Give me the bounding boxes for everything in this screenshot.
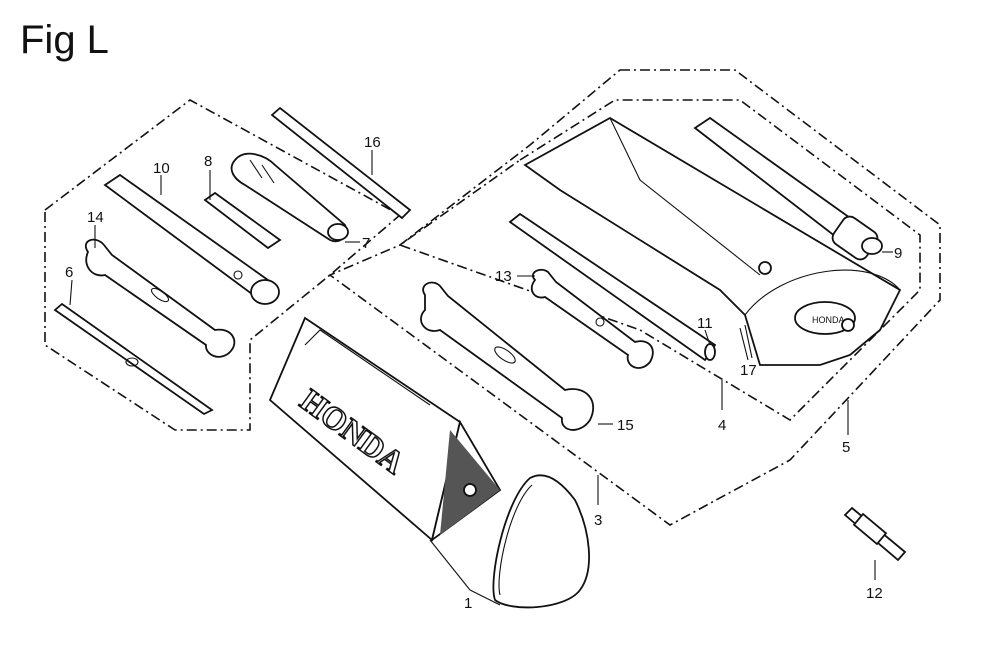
- flat-screwdriver: [53, 302, 214, 416]
- box-wrench: [103, 173, 280, 305]
- screwdriver: [270, 106, 412, 220]
- screwdriver-bit: [203, 191, 282, 250]
- spark-plug: [843, 506, 907, 562]
- tool-case-lid: [492, 474, 590, 609]
- socket-wrench: [693, 116, 883, 261]
- callout-17: 17: [740, 362, 757, 379]
- callout-13: 13: [495, 268, 512, 285]
- wrench-14: [85, 238, 236, 358]
- callout-14: 14: [87, 209, 104, 226]
- handle-bar: [508, 212, 717, 362]
- callout-10: 10: [153, 160, 170, 177]
- callout-6: 6: [65, 264, 73, 281]
- callout-3: 3: [594, 512, 602, 529]
- screwdriver-handle: [230, 152, 349, 243]
- callout-4: 4: [718, 417, 726, 434]
- callout-7: 7: [362, 235, 370, 252]
- figure-title: Fig L: [20, 18, 109, 62]
- left-tool-group-boundary: [44, 99, 402, 431]
- callout-9: 9: [894, 245, 902, 262]
- tool-case: HONDA: [268, 316, 502, 543]
- bag-group-boundary: [398, 99, 921, 422]
- callout-8: 8: [204, 153, 212, 170]
- callout-15: 15: [617, 417, 634, 434]
- callout-1: 1: [464, 595, 472, 612]
- callout-16: 16: [364, 134, 381, 151]
- svg-text:HONDA: HONDA: [812, 315, 845, 325]
- callout-12: 12: [866, 585, 883, 602]
- box-group-boundary: [328, 69, 941, 526]
- leader-lines: [69, 150, 893, 606]
- large-wrench: [420, 281, 595, 431]
- callouts: 1 3 4 5 6 7 8 9 10 11 12 13 14 15 16 17: [65, 134, 902, 612]
- small-wrench: [530, 268, 654, 369]
- callout-11: 11: [697, 315, 713, 332]
- tool-bag: HONDA: [523, 116, 902, 366]
- callout-5: 5: [842, 439, 850, 456]
